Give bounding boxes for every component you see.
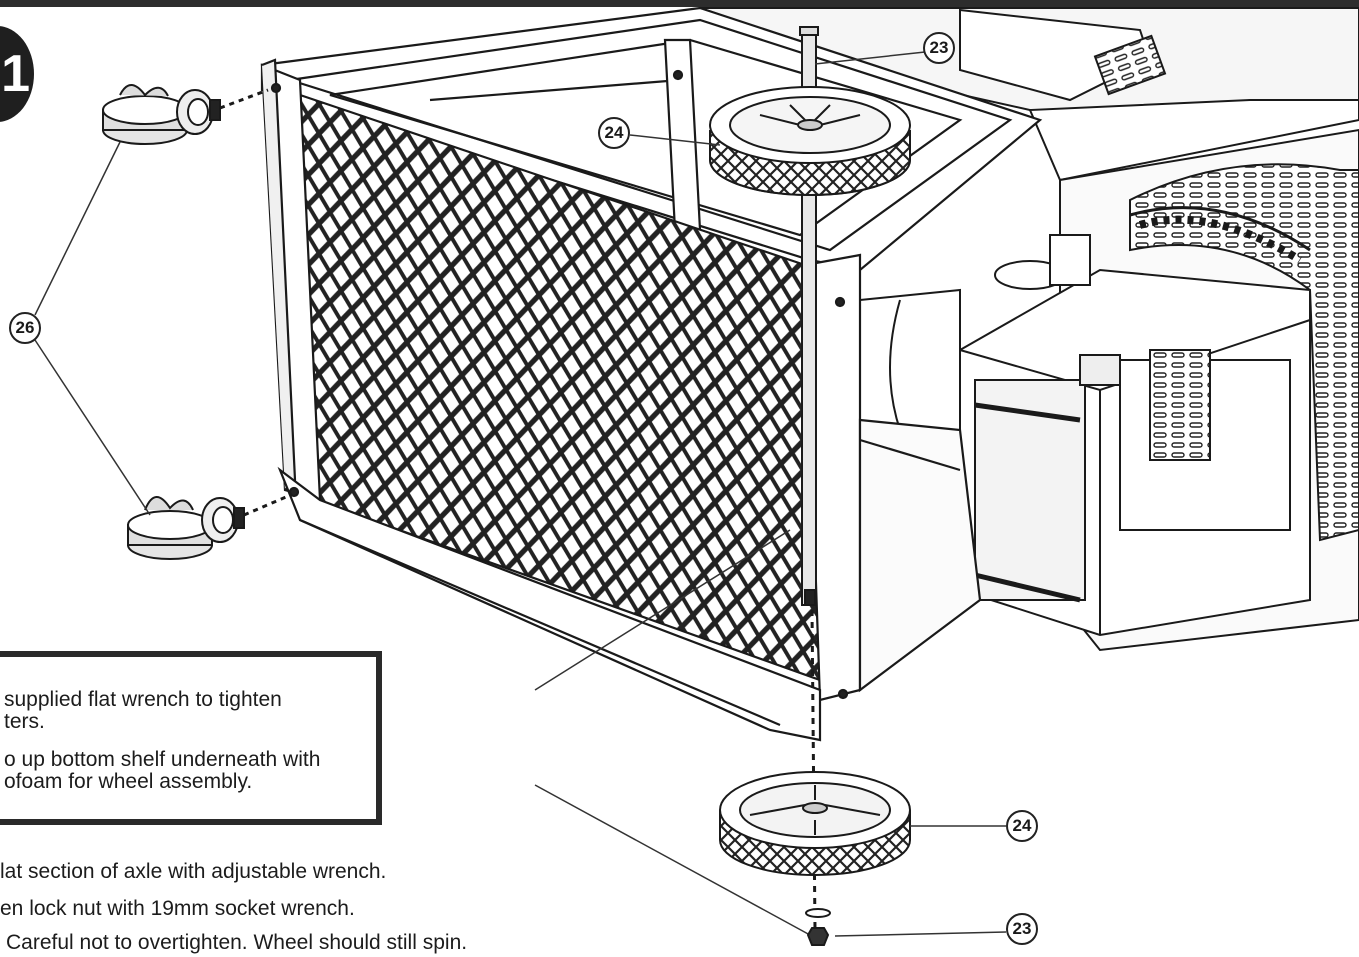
caster-top xyxy=(102,84,269,145)
callout-label: 24 xyxy=(1012,816,1032,835)
note-box xyxy=(0,651,382,825)
callout-label: 23 xyxy=(929,38,949,57)
callout-label: 24 xyxy=(604,123,624,142)
note-2: o up bottom shelf underneath with ofoam … xyxy=(4,748,321,793)
guide-line xyxy=(534,529,791,691)
wheel-bottom xyxy=(719,771,911,876)
note-1: supplied flat wrench to tighten ters. xyxy=(4,688,282,733)
cart-frame xyxy=(260,6,1043,742)
callout-wheel-top: 24 xyxy=(598,117,630,149)
washer-and-nut xyxy=(805,908,831,946)
callout-label: 26 xyxy=(15,318,35,337)
instruction-line-1: lat section of axle with adjustable wren… xyxy=(0,860,387,883)
instruction-line-3: Careful not to overtighten. Wheel should… xyxy=(6,931,468,954)
caster-bottom xyxy=(127,495,287,560)
instruction-line-2: en lock nut with 19mm socket wrench. xyxy=(0,897,355,920)
callout-nut-bottom: 23 xyxy=(1006,913,1038,945)
callout-axle-top: 23 xyxy=(923,32,955,64)
guide-line xyxy=(534,784,811,936)
step-number: 1 xyxy=(1,45,30,103)
leader-lines xyxy=(34,51,1007,937)
wheel-top xyxy=(709,86,911,196)
callout-wheel-bottom: 24 xyxy=(1006,810,1038,842)
top-border-bar xyxy=(0,0,1359,7)
callout-label: 23 xyxy=(1012,919,1032,938)
grill-body xyxy=(699,7,1359,652)
callout-casters: 26 xyxy=(9,312,41,344)
